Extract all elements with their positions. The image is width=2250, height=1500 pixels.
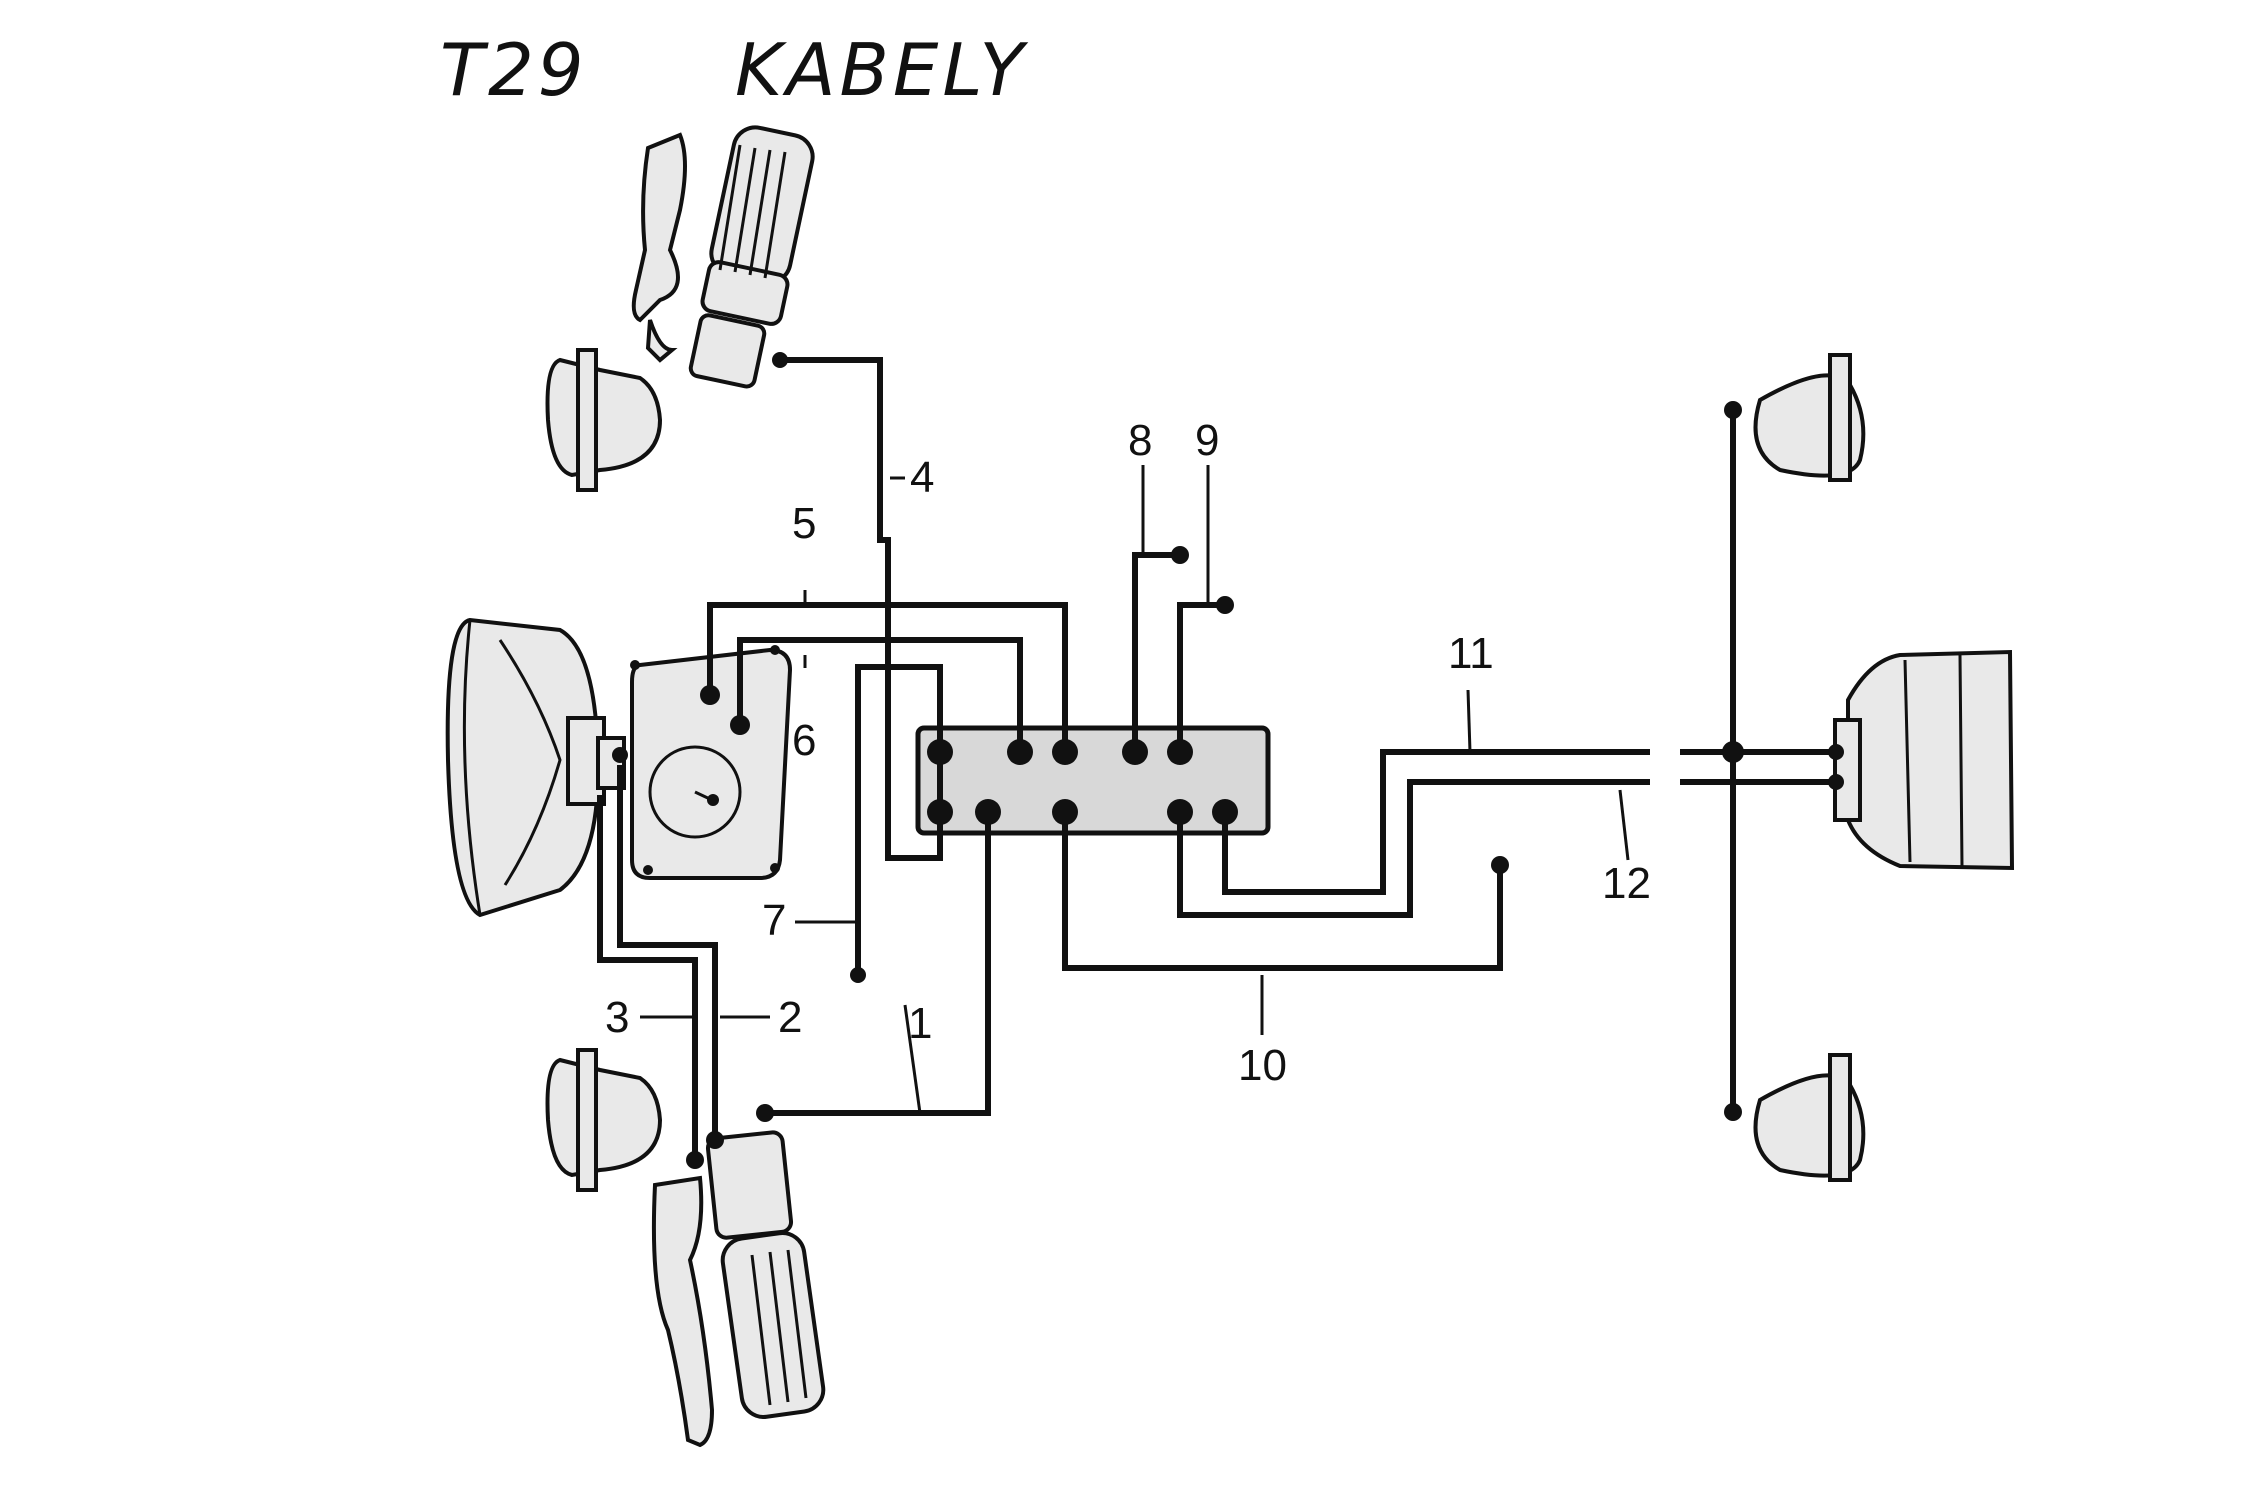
upper-right-indicator-lamp: [1753, 353, 1866, 482]
wire-6: [737, 637, 1023, 755]
right-handlebar-switch: [651, 1130, 826, 1448]
wire-3: [597, 795, 698, 1160]
wire-1: [765, 810, 991, 1116]
title-text: KABELY: [735, 28, 1029, 112]
lower-right-indicator-lamp: [1753, 1053, 1866, 1182]
callout-8: 8: [1128, 416, 1152, 465]
callout-1: 1: [908, 999, 932, 1048]
speedometer-housing: [630, 645, 793, 880]
wire-2: [617, 765, 718, 1140]
wire-12: [1177, 779, 1650, 918]
callout-7: 7: [762, 896, 786, 945]
left-handlebar-switch: [631, 125, 815, 389]
callout-6: 6: [792, 716, 816, 765]
callout-10: 10: [1238, 1041, 1287, 1090]
callout-11: 11: [1448, 629, 1494, 678]
terminals: [612, 352, 1844, 1169]
callout-5: 5: [792, 499, 816, 548]
callout-4: 4: [910, 453, 934, 502]
wire-8: [1132, 552, 1180, 755]
headlamp: [445, 617, 626, 918]
callout-2: 2: [778, 993, 802, 1042]
tail-lamp: [1833, 649, 2015, 871]
wire-4: [780, 357, 943, 861]
lower-left-indicator-lamp: [545, 1048, 663, 1192]
callout-leaders: [640, 465, 1630, 1114]
callout-12: 12: [1602, 859, 1651, 908]
callout-9: 9: [1195, 416, 1219, 465]
upper-left-indicator-lamp: [545, 348, 663, 492]
title-model: T29: [440, 28, 588, 112]
callout-3: 3: [605, 993, 629, 1042]
wire-9: [1177, 602, 1225, 755]
wire-5: [707, 602, 1068, 755]
wire-7: [855, 664, 943, 975]
wire-11: [1222, 749, 1650, 895]
wire-10: [1062, 810, 1503, 971]
